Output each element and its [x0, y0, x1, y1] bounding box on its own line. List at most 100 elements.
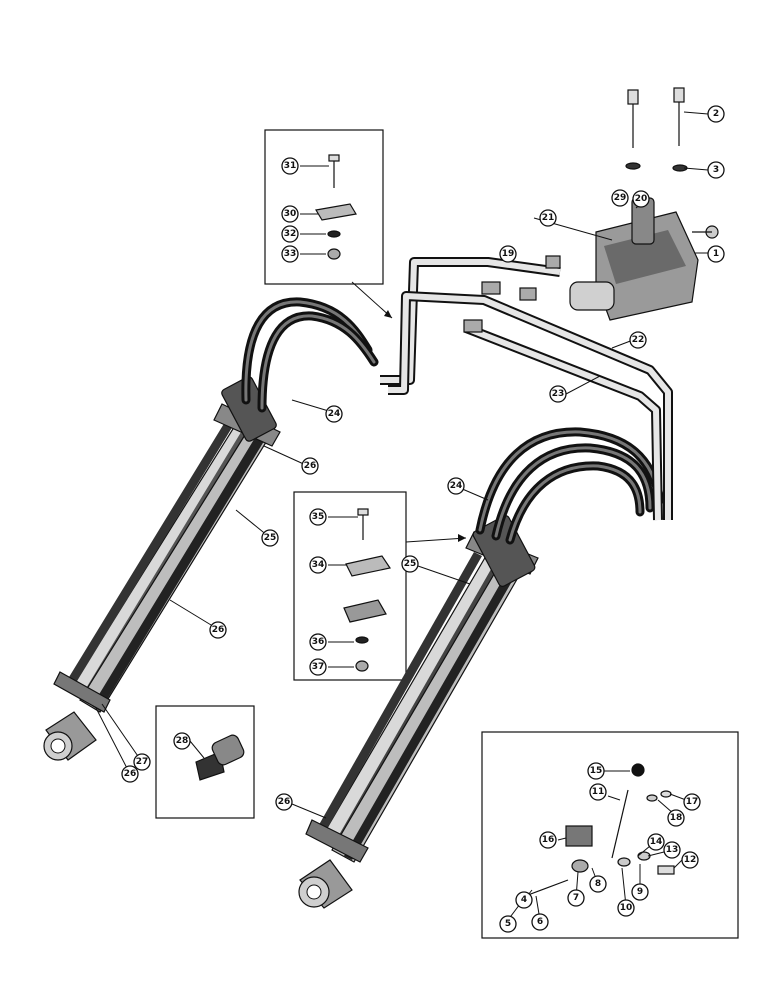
svg-text:30: 30	[284, 209, 297, 219]
hoses	[241, 297, 665, 545]
svg-text:34: 34	[312, 560, 325, 570]
svg-text:25: 25	[264, 533, 277, 543]
svg-text:33: 33	[284, 249, 297, 259]
svg-text:25: 25	[404, 559, 417, 569]
svg-text:4: 4	[521, 895, 527, 905]
inset-middle-parts	[343, 508, 391, 672]
svg-text:16: 16	[542, 835, 555, 845]
svg-text:7: 7	[573, 893, 579, 903]
callout-20: 20	[632, 190, 650, 208]
svg-text:31: 31	[284, 161, 297, 171]
callout-13: 13	[663, 841, 681, 859]
callout-9: 9	[631, 883, 649, 901]
callout-10: 10	[617, 899, 635, 917]
inset-box-middle-hardware	[293, 491, 407, 681]
svg-text:18: 18	[670, 813, 683, 823]
callout-3: 3	[707, 161, 725, 179]
svg-text:26: 26	[212, 625, 225, 635]
callout-32: 32	[281, 225, 299, 243]
inset-box-top-hardware	[264, 129, 384, 285]
svg-text:19: 19	[502, 249, 515, 259]
svg-text:36: 36	[312, 637, 325, 647]
inset-bolt-part	[195, 734, 245, 781]
left-cylinder	[43, 376, 281, 761]
svg-text:13: 13	[666, 845, 679, 855]
svg-text:26: 26	[124, 769, 137, 779]
callout-11: 11	[589, 783, 607, 801]
svg-text:26: 26	[278, 797, 291, 807]
svg-text:1: 1	[713, 249, 719, 259]
callout-12: 12	[681, 851, 699, 869]
svg-text:23: 23	[552, 389, 565, 399]
callout-25-left: 25	[261, 529, 279, 547]
callout-14: 14	[647, 833, 665, 851]
callout-18: 18	[667, 809, 685, 827]
callout-36: 36	[309, 633, 327, 651]
svg-text:24: 24	[450, 481, 463, 491]
svg-text:3: 3	[713, 165, 719, 175]
callout-29: 29	[611, 189, 629, 207]
right-cylinder	[298, 515, 539, 909]
callout-19: 19	[499, 245, 517, 263]
svg-text:8: 8	[595, 879, 601, 889]
callout-7: 7	[567, 889, 585, 907]
callout-26-left-top: 26	[301, 457, 319, 475]
callout-28: 28	[173, 732, 191, 750]
callout-27: 27	[133, 753, 151, 771]
callout-6: 6	[531, 913, 549, 931]
callout-24-left: 24	[325, 405, 343, 423]
callout-25-right: 25	[401, 555, 419, 573]
svg-text:26: 26	[304, 461, 317, 471]
steel-tubes	[380, 257, 673, 521]
callout-17: 17	[683, 793, 701, 811]
inset-box-control-linkage	[481, 731, 739, 939]
callout-2: 2	[707, 105, 725, 123]
svg-text:15: 15	[590, 766, 603, 776]
callout-26-left-mid: 26	[209, 621, 227, 639]
control-valve	[463, 197, 719, 333]
callout-30: 30	[281, 205, 299, 223]
svg-text:22: 22	[632, 335, 645, 345]
svg-text:6: 6	[537, 917, 543, 927]
callout-24-right: 24	[447, 477, 465, 495]
svg-text:11: 11	[592, 787, 605, 797]
callout-4: 4	[515, 891, 533, 909]
callout-1: 1	[707, 245, 725, 263]
svg-text:17: 17	[686, 797, 699, 807]
svg-text:35: 35	[312, 512, 325, 522]
svg-text:5: 5	[505, 919, 511, 929]
callout-26-left-bottom: 26	[121, 765, 139, 783]
callout-37: 37	[309, 658, 327, 676]
inset-box-bolt-28	[155, 705, 255, 819]
leader-lines	[95, 111, 709, 921]
svg-text:10: 10	[620, 903, 633, 913]
mounting-bolts	[625, 87, 688, 172]
callout-33: 33	[281, 245, 299, 263]
svg-text:24: 24	[328, 409, 341, 419]
svg-text:12: 12	[684, 855, 697, 865]
callout-15: 15	[587, 762, 605, 780]
svg-text:21: 21	[542, 213, 555, 223]
callout-31: 31	[281, 157, 299, 175]
callout-8: 8	[589, 875, 607, 893]
callout-34: 34	[309, 556, 327, 574]
svg-text:37: 37	[312, 662, 325, 672]
svg-text:32: 32	[284, 229, 297, 239]
svg-text:9: 9	[637, 887, 643, 897]
callout-16: 16	[539, 831, 557, 849]
callout-5: 5	[499, 915, 517, 933]
callout-26-right-bottom: 26	[275, 793, 293, 811]
svg-text:14: 14	[650, 837, 663, 847]
svg-text:2: 2	[713, 109, 719, 119]
callout-22: 22	[629, 331, 647, 349]
inset-top-parts	[315, 154, 357, 260]
svg-text:27: 27	[136, 757, 149, 767]
svg-text:28: 28	[176, 736, 189, 746]
svg-text:20: 20	[635, 194, 648, 204]
callout-35: 35	[309, 508, 327, 526]
inset-linkage-parts	[519, 763, 675, 899]
svg-text:29: 29	[614, 193, 627, 203]
callout-21: 21	[539, 209, 557, 227]
callout-23: 23	[549, 385, 567, 403]
